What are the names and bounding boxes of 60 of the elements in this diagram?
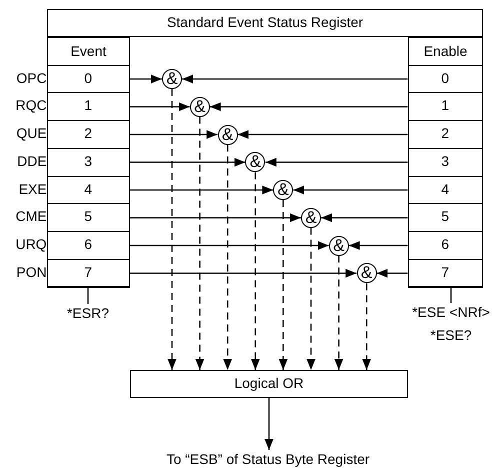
register-column (408, 37, 483, 287)
bit-name: QUE (16, 124, 48, 144)
arrow (251, 172, 260, 370)
register-header: Standard Event Status Register (47, 9, 483, 37)
bit-name: PON (16, 262, 48, 282)
arrow (362, 283, 371, 370)
arrow (321, 213, 408, 222)
arrow (210, 102, 408, 112)
and-gate-circle: & (245, 152, 266, 172)
arrow (293, 186, 408, 194)
bit-number: 4 (83, 180, 94, 199)
arrow (334, 256, 344, 370)
bit-number: 7 (83, 262, 94, 282)
arrow (130, 241, 329, 250)
arrow (376, 268, 408, 278)
arrow (348, 241, 408, 250)
command-text: *ESE <NRf> (411, 303, 491, 321)
arrow (130, 268, 357, 278)
arrow (278, 200, 288, 370)
bit-number: 2 (83, 124, 94, 144)
bit-name: DDE (17, 152, 48, 171)
column-heading: Enable (422, 42, 468, 61)
and-gate-circle: & (273, 180, 294, 200)
bit-name: RQC (16, 96, 48, 116)
column-heading: Event (70, 42, 108, 61)
connector-line (87, 287, 89, 304)
arrow (223, 144, 232, 370)
arrow (306, 228, 316, 370)
bit-name: CME (16, 207, 48, 226)
command-text: *ESE? (429, 326, 473, 345)
bit-name: OPC (16, 68, 48, 88)
arrow (130, 74, 162, 84)
arrow (130, 186, 274, 194)
note-text: To “ESB” of Status Byte Register (90, 450, 446, 470)
arrow (130, 102, 190, 112)
arrow (264, 398, 274, 450)
and-gate-circle: & (190, 96, 210, 117)
bit-name: EXE (18, 180, 48, 199)
bit-name: URQ (16, 235, 48, 254)
connector-line (450, 287, 452, 303)
bit-number: 0 (83, 68, 94, 88)
and-gate-circle: & (301, 208, 321, 228)
arrow (182, 74, 408, 84)
arrow (168, 89, 176, 370)
arrow (238, 130, 408, 139)
and-gate-circle: & (218, 124, 238, 144)
bit-number: 1 (83, 96, 94, 116)
arrow (195, 116, 204, 370)
note-text: *ESR? (62, 304, 114, 322)
bit-number: 6 (83, 235, 94, 254)
arrow (265, 158, 408, 167)
and-gate-circle: & (328, 236, 349, 256)
bit-number: 5 (83, 207, 94, 226)
bit-number: 3 (83, 152, 94, 171)
logic-or-box: Logical OR (130, 370, 408, 398)
arrow (130, 213, 301, 222)
and-gate-circle: & (162, 69, 182, 89)
arrow (130, 130, 218, 139)
arrow (130, 158, 246, 167)
and-gate-circle: & (356, 263, 377, 284)
